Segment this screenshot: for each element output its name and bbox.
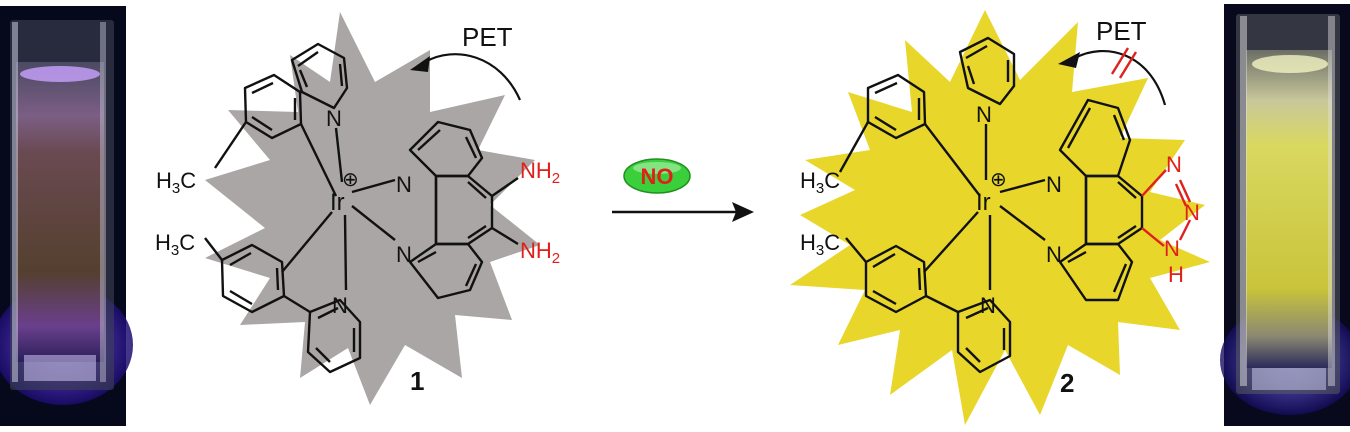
complex-2: PET N N N N Ir ⊕ H3C H3C N N N H 2: [790, 10, 1210, 425]
halo-left: [205, 12, 540, 405]
compound-number-1: 1: [410, 366, 424, 396]
triazole-n-2: N: [1184, 200, 1200, 225]
charge-right: ⊕: [990, 169, 1007, 191]
pet-label-right: PET: [1096, 16, 1147, 46]
methyl-lower-right: H3C: [800, 230, 840, 259]
phen-n-upper-left: N: [396, 172, 412, 197]
amine-lower: NH2: [520, 238, 560, 267]
phen-n-upper-right: N: [1046, 172, 1062, 197]
amine-upper: NH2: [520, 158, 560, 187]
cuvette-photo-right: [1220, 4, 1350, 426]
cuvette-photo-left: [0, 6, 133, 426]
phen-n-lower-left: N: [396, 242, 412, 267]
methyl-upper-right: H3C: [800, 168, 840, 197]
pyridine-n-top-right: N: [976, 102, 992, 127]
pyridine-n-bottom-right: N: [980, 293, 996, 318]
metal-label-left: Ir: [330, 189, 345, 216]
methyl-lower-left: H3C: [155, 230, 195, 259]
triazole-h: H: [1168, 262, 1184, 287]
methyl-upper-left: H3C: [156, 168, 196, 197]
metal-label-right: Ir: [976, 189, 991, 216]
reagent-label: NO: [641, 164, 674, 189]
charge-left: ⊕: [342, 169, 359, 191]
halo-right: [790, 10, 1210, 425]
pyridine-n-bottom-left: N: [332, 293, 348, 318]
pet-label-left: PET: [462, 22, 513, 52]
reaction-arrow: NO: [612, 158, 754, 222]
triazole-n-3: N: [1164, 236, 1180, 261]
pyridine-n-top-left: N: [326, 106, 342, 131]
complex-1: PET N N N N Ir ⊕ H3C H3C NH2 NH2 1: [155, 12, 560, 405]
phen-n-lower-right: N: [1046, 242, 1062, 267]
compound-number-2: 2: [1060, 368, 1074, 398]
triazole-n-1: N: [1166, 152, 1182, 177]
